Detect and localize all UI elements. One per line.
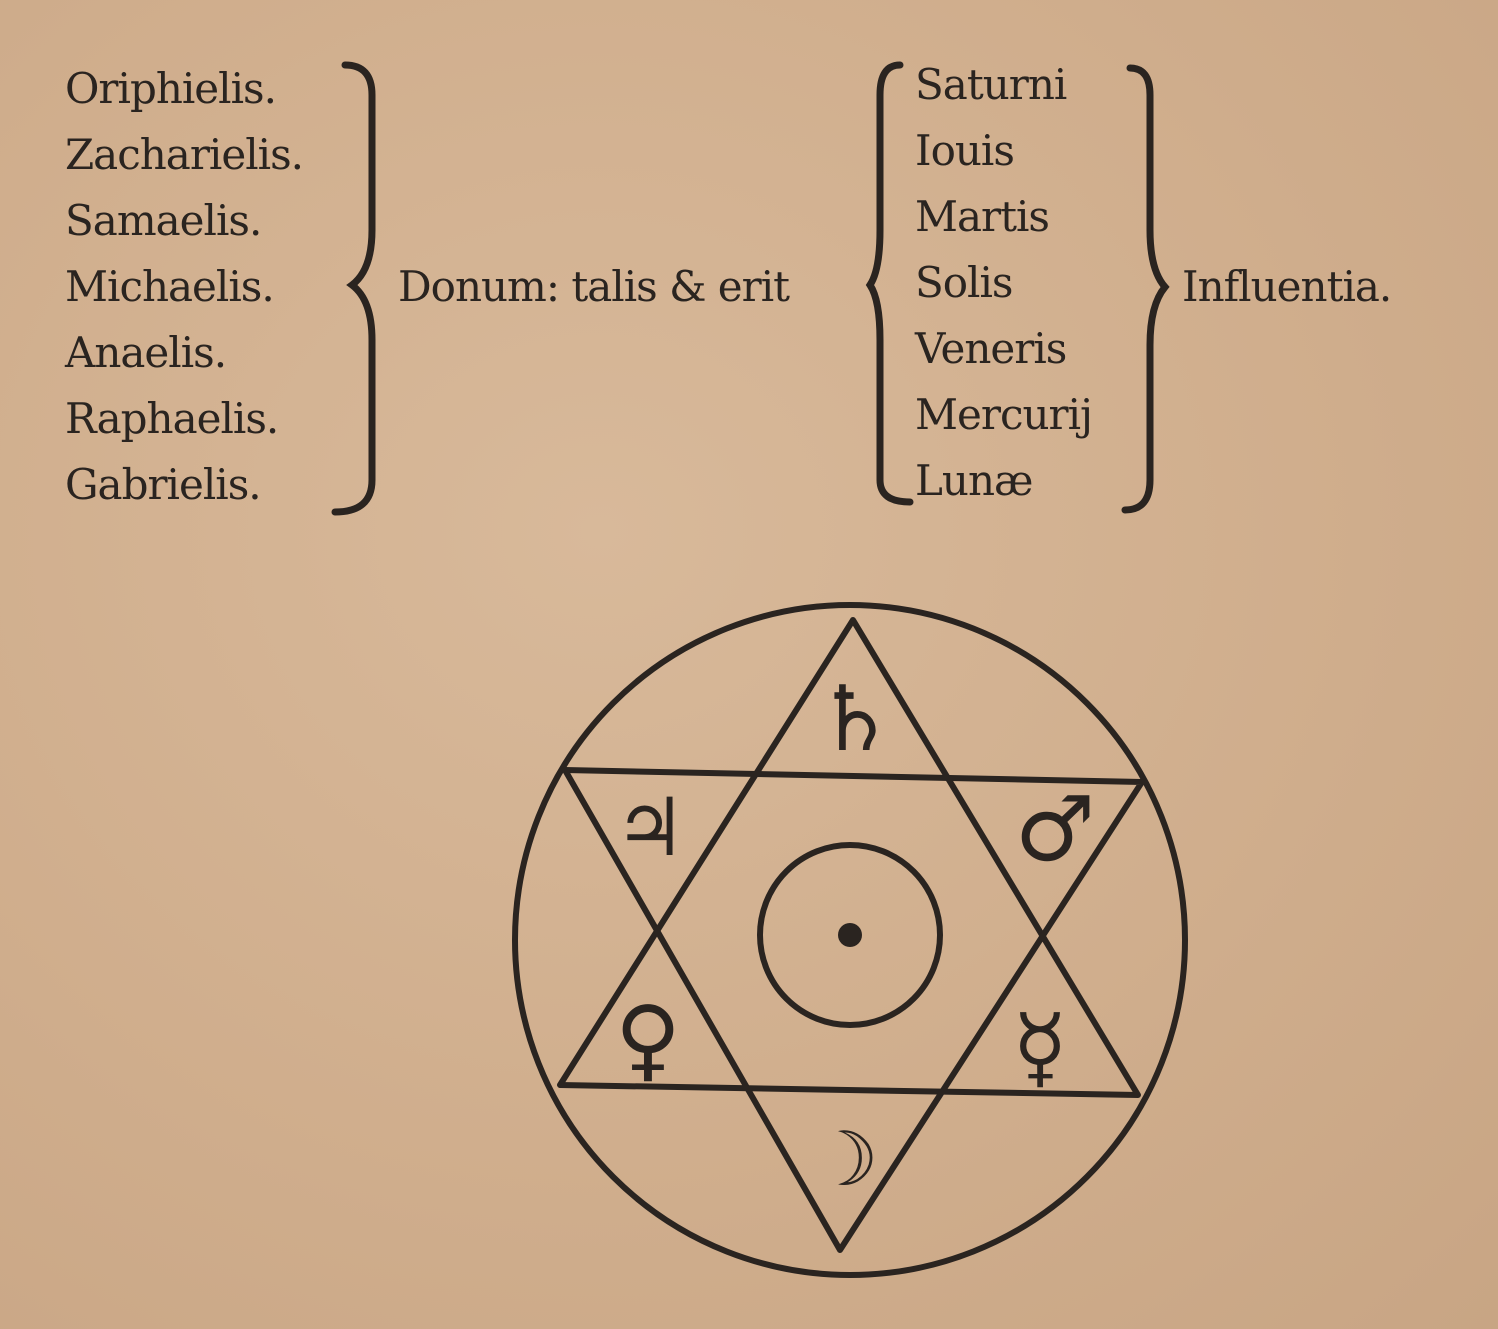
brace-planets-left bbox=[865, 61, 914, 506]
middle-text: Donum: talis & erit bbox=[398, 262, 790, 311]
planet-name: Solis bbox=[915, 258, 1013, 307]
angel-name: Samaelis. bbox=[65, 196, 262, 245]
angel-name: Anaelis. bbox=[65, 328, 227, 377]
moon-symbol: ☽ bbox=[811, 1115, 878, 1203]
angel-name: Raphaelis. bbox=[65, 394, 279, 443]
brace-left bbox=[331, 61, 376, 516]
sun-circle bbox=[757, 842, 943, 1028]
influence-text: Influentia. bbox=[1182, 262, 1392, 311]
sun-dot bbox=[838, 923, 862, 947]
angel-name: Oriphielis. bbox=[65, 64, 277, 113]
downward-triangle bbox=[562, 767, 1145, 1253]
mercury-symbol: ☿ bbox=[1012, 995, 1067, 1100]
planet-name: Iouis bbox=[915, 126, 1015, 175]
angel-name: Zacharielis. bbox=[65, 130, 304, 179]
outer-circle bbox=[512, 602, 1188, 1278]
planet-name: Saturni bbox=[915, 60, 1067, 109]
venus-symbol: ♀ bbox=[615, 987, 681, 1092]
planet-name: Mercurij bbox=[915, 390, 1093, 439]
planet-name: Lunæ bbox=[915, 456, 1033, 505]
planet-name: Martis bbox=[915, 192, 1050, 241]
jupiter-symbol: ♃ bbox=[614, 781, 686, 874]
angel-name: Gabrielis. bbox=[65, 460, 262, 509]
mars-symbol: ♂ bbox=[1015, 777, 1096, 882]
upward-triangle bbox=[557, 617, 1141, 1098]
angel-name: Michaelis. bbox=[65, 262, 275, 311]
brace-planets-right bbox=[1121, 64, 1170, 514]
saturn-symbol: ♄ bbox=[815, 667, 896, 772]
planet-name: Veneris bbox=[915, 324, 1067, 373]
